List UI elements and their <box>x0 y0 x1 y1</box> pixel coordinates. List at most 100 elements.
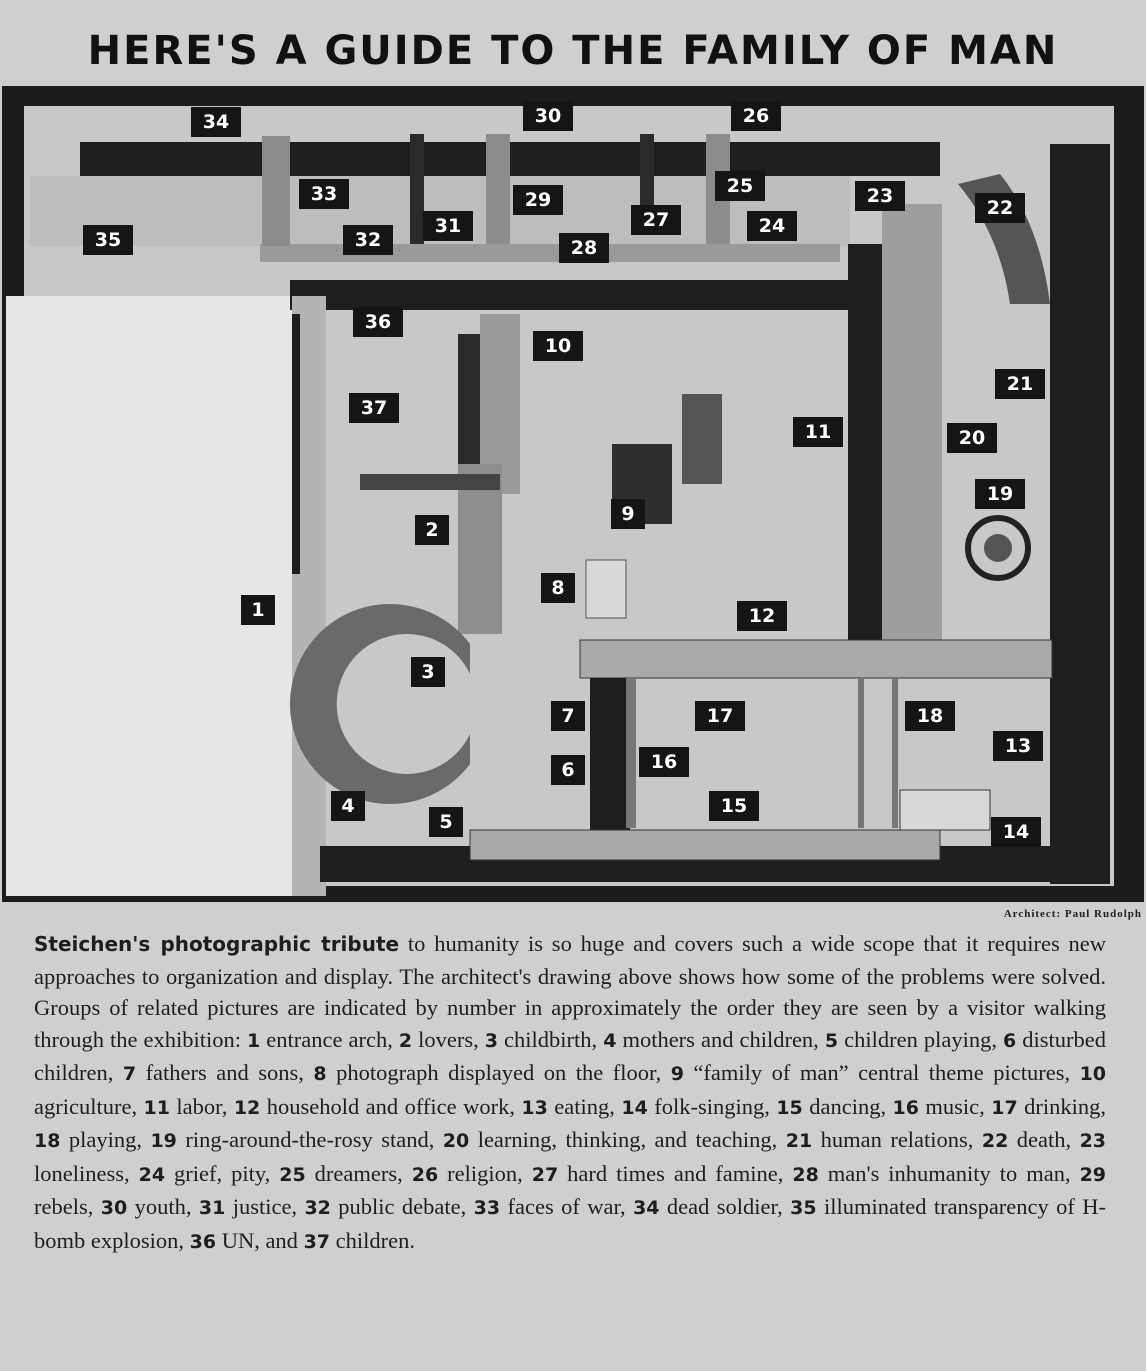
caption-item-text: drinking, <box>1017 1093 1107 1119</box>
caption-intro: to humanity is so huge and covers such a… <box>34 931 1106 1052</box>
caption-item-text: entrance arch, <box>260 1026 399 1052</box>
plan-label-22: 22 <box>987 197 1013 219</box>
plan-label-10: 10 <box>545 335 571 357</box>
plan-label-box <box>299 179 349 209</box>
plan-label-27: 27 <box>643 209 669 231</box>
caption-item-text: faces of war, <box>500 1194 634 1219</box>
caption-item-number: 31 <box>198 1197 226 1219</box>
caption-item-number: 9 <box>670 1063 684 1085</box>
plan-ring-19-center <box>984 534 1012 562</box>
plan-label-13: 13 <box>1005 735 1031 757</box>
caption-item-number: 18 <box>34 1130 61 1152</box>
plan-label-box <box>429 807 463 837</box>
plan-label-box <box>331 791 365 821</box>
caption-item-number: 24 <box>138 1163 166 1186</box>
plan-label-14: 14 <box>1003 821 1029 843</box>
caption-item-text: children playing, <box>838 1026 1003 1052</box>
plan-label-24: 24 <box>759 215 785 237</box>
caption-item-number: 11 <box>143 1096 170 1119</box>
caption-items: 1 entrance arch, 2 lovers, 3 childbirth,… <box>34 1027 1106 1253</box>
plan-label-box <box>993 731 1043 761</box>
plan-post <box>626 678 636 828</box>
plan-label-6: 6 <box>561 759 574 781</box>
caption-paragraph: Steichen's photographic tribute to human… <box>34 928 1106 1258</box>
caption-item-text: disturbed children, <box>34 1026 1106 1086</box>
caption-item-number: 22 <box>981 1130 1009 1152</box>
caption-item-text: human relations, <box>812 1127 982 1152</box>
plan-ring-19 <box>965 515 1031 581</box>
caption-item-text: loneliness, <box>34 1160 139 1186</box>
caption-item-number: 23 <box>1079 1130 1107 1152</box>
page-title: HERE'S A GUIDE TO THE FAMILY OF MAN <box>87 28 1059 74</box>
caption-item-number: 17 <box>991 1096 1018 1119</box>
plan-label-12: 12 <box>749 605 775 627</box>
caption-item-number: 6 <box>1002 1029 1017 1052</box>
caption-item-number: 8 <box>313 1063 327 1085</box>
plan-label-box <box>855 181 905 211</box>
plan-right-wall <box>1050 144 1110 884</box>
caption-item-text: ring-around-the-rosy stand, <box>176 1127 443 1152</box>
plan-label-21: 21 <box>1007 373 1033 395</box>
plan-label-box <box>975 479 1025 509</box>
caption-item-number: 21 <box>785 1130 813 1152</box>
caption-item-number: 34 <box>633 1197 660 1219</box>
plan-label-box <box>995 369 1045 399</box>
plan-label-box <box>411 657 445 687</box>
caption-item-number: 5 <box>824 1029 839 1052</box>
plan-floor-photo-8 <box>585 559 627 619</box>
plan-label-16: 16 <box>651 751 677 773</box>
plan-label-29: 29 <box>525 189 551 211</box>
caption-item-text: death, <box>1008 1127 1080 1152</box>
caption-item-text: lovers, <box>412 1026 485 1052</box>
caption-item-text: photograph displayed on the floor, <box>326 1060 671 1085</box>
caption-item-number: 32 <box>304 1197 331 1219</box>
plan-label-box <box>695 701 745 731</box>
caption-item-text: religion, <box>438 1160 532 1186</box>
caption-item-number: 19 <box>150 1130 177 1152</box>
plan-label-box <box>709 791 759 821</box>
plan-partition <box>486 134 510 244</box>
caption-item-number: 13 <box>521 1096 548 1119</box>
caption-item-number: 7 <box>122 1063 137 1085</box>
plan-label-box <box>793 417 843 447</box>
plan-label-26: 26 <box>743 105 769 127</box>
plan-label-31: 31 <box>435 215 461 237</box>
plan-label-box <box>241 595 275 625</box>
plan-partition <box>262 136 290 246</box>
caption-item-text: eating, <box>547 1093 622 1119</box>
caption-item-text: agriculture, <box>34 1093 144 1119</box>
caption-item-number: 10 <box>1079 1063 1107 1085</box>
caption-item-number: 1 <box>247 1029 261 1052</box>
plan-theme-cube <box>682 394 722 484</box>
plan-label-19: 19 <box>987 483 1013 505</box>
plan-label-box <box>353 307 403 337</box>
plan-label-2: 2 <box>425 519 438 541</box>
caption-item-text: youth, <box>127 1194 199 1219</box>
plan-partition-20 <box>882 204 942 664</box>
plan-label-28: 28 <box>571 237 597 259</box>
caption-item-text: rebels, <box>34 1194 101 1219</box>
plan-label-box <box>415 515 449 545</box>
caption-lead: Steichen's photographic tribute <box>34 932 400 956</box>
plan-label-box <box>191 107 241 137</box>
caption-item-number: 36 <box>189 1230 217 1253</box>
plan-label-box <box>533 331 583 361</box>
caption-item-number: 15 <box>776 1096 803 1119</box>
caption-item-number: 30 <box>100 1197 128 1219</box>
plan-label-5: 5 <box>439 811 452 833</box>
plan-label-17: 17 <box>707 705 733 727</box>
plan-wall-6-7 <box>590 678 630 838</box>
plan-label-box <box>551 755 585 785</box>
caption-item-text: “family of man” central theme pictures, <box>683 1060 1080 1085</box>
caption-item-text: fathers and sons, <box>136 1060 314 1085</box>
caption-item-number: 28 <box>792 1163 819 1186</box>
plan-label-34: 34 <box>203 111 229 133</box>
caption-item-text: dreamers, <box>305 1160 412 1186</box>
plan-partition-11 <box>848 244 882 664</box>
caption-item-number: 14 <box>621 1096 648 1119</box>
caption-item-text: dancing, <box>802 1093 893 1119</box>
caption-item-text: learning, thinking, and teaching, <box>469 1127 786 1152</box>
plan-shelf-2 <box>360 474 500 490</box>
plan-label-box <box>83 225 133 255</box>
